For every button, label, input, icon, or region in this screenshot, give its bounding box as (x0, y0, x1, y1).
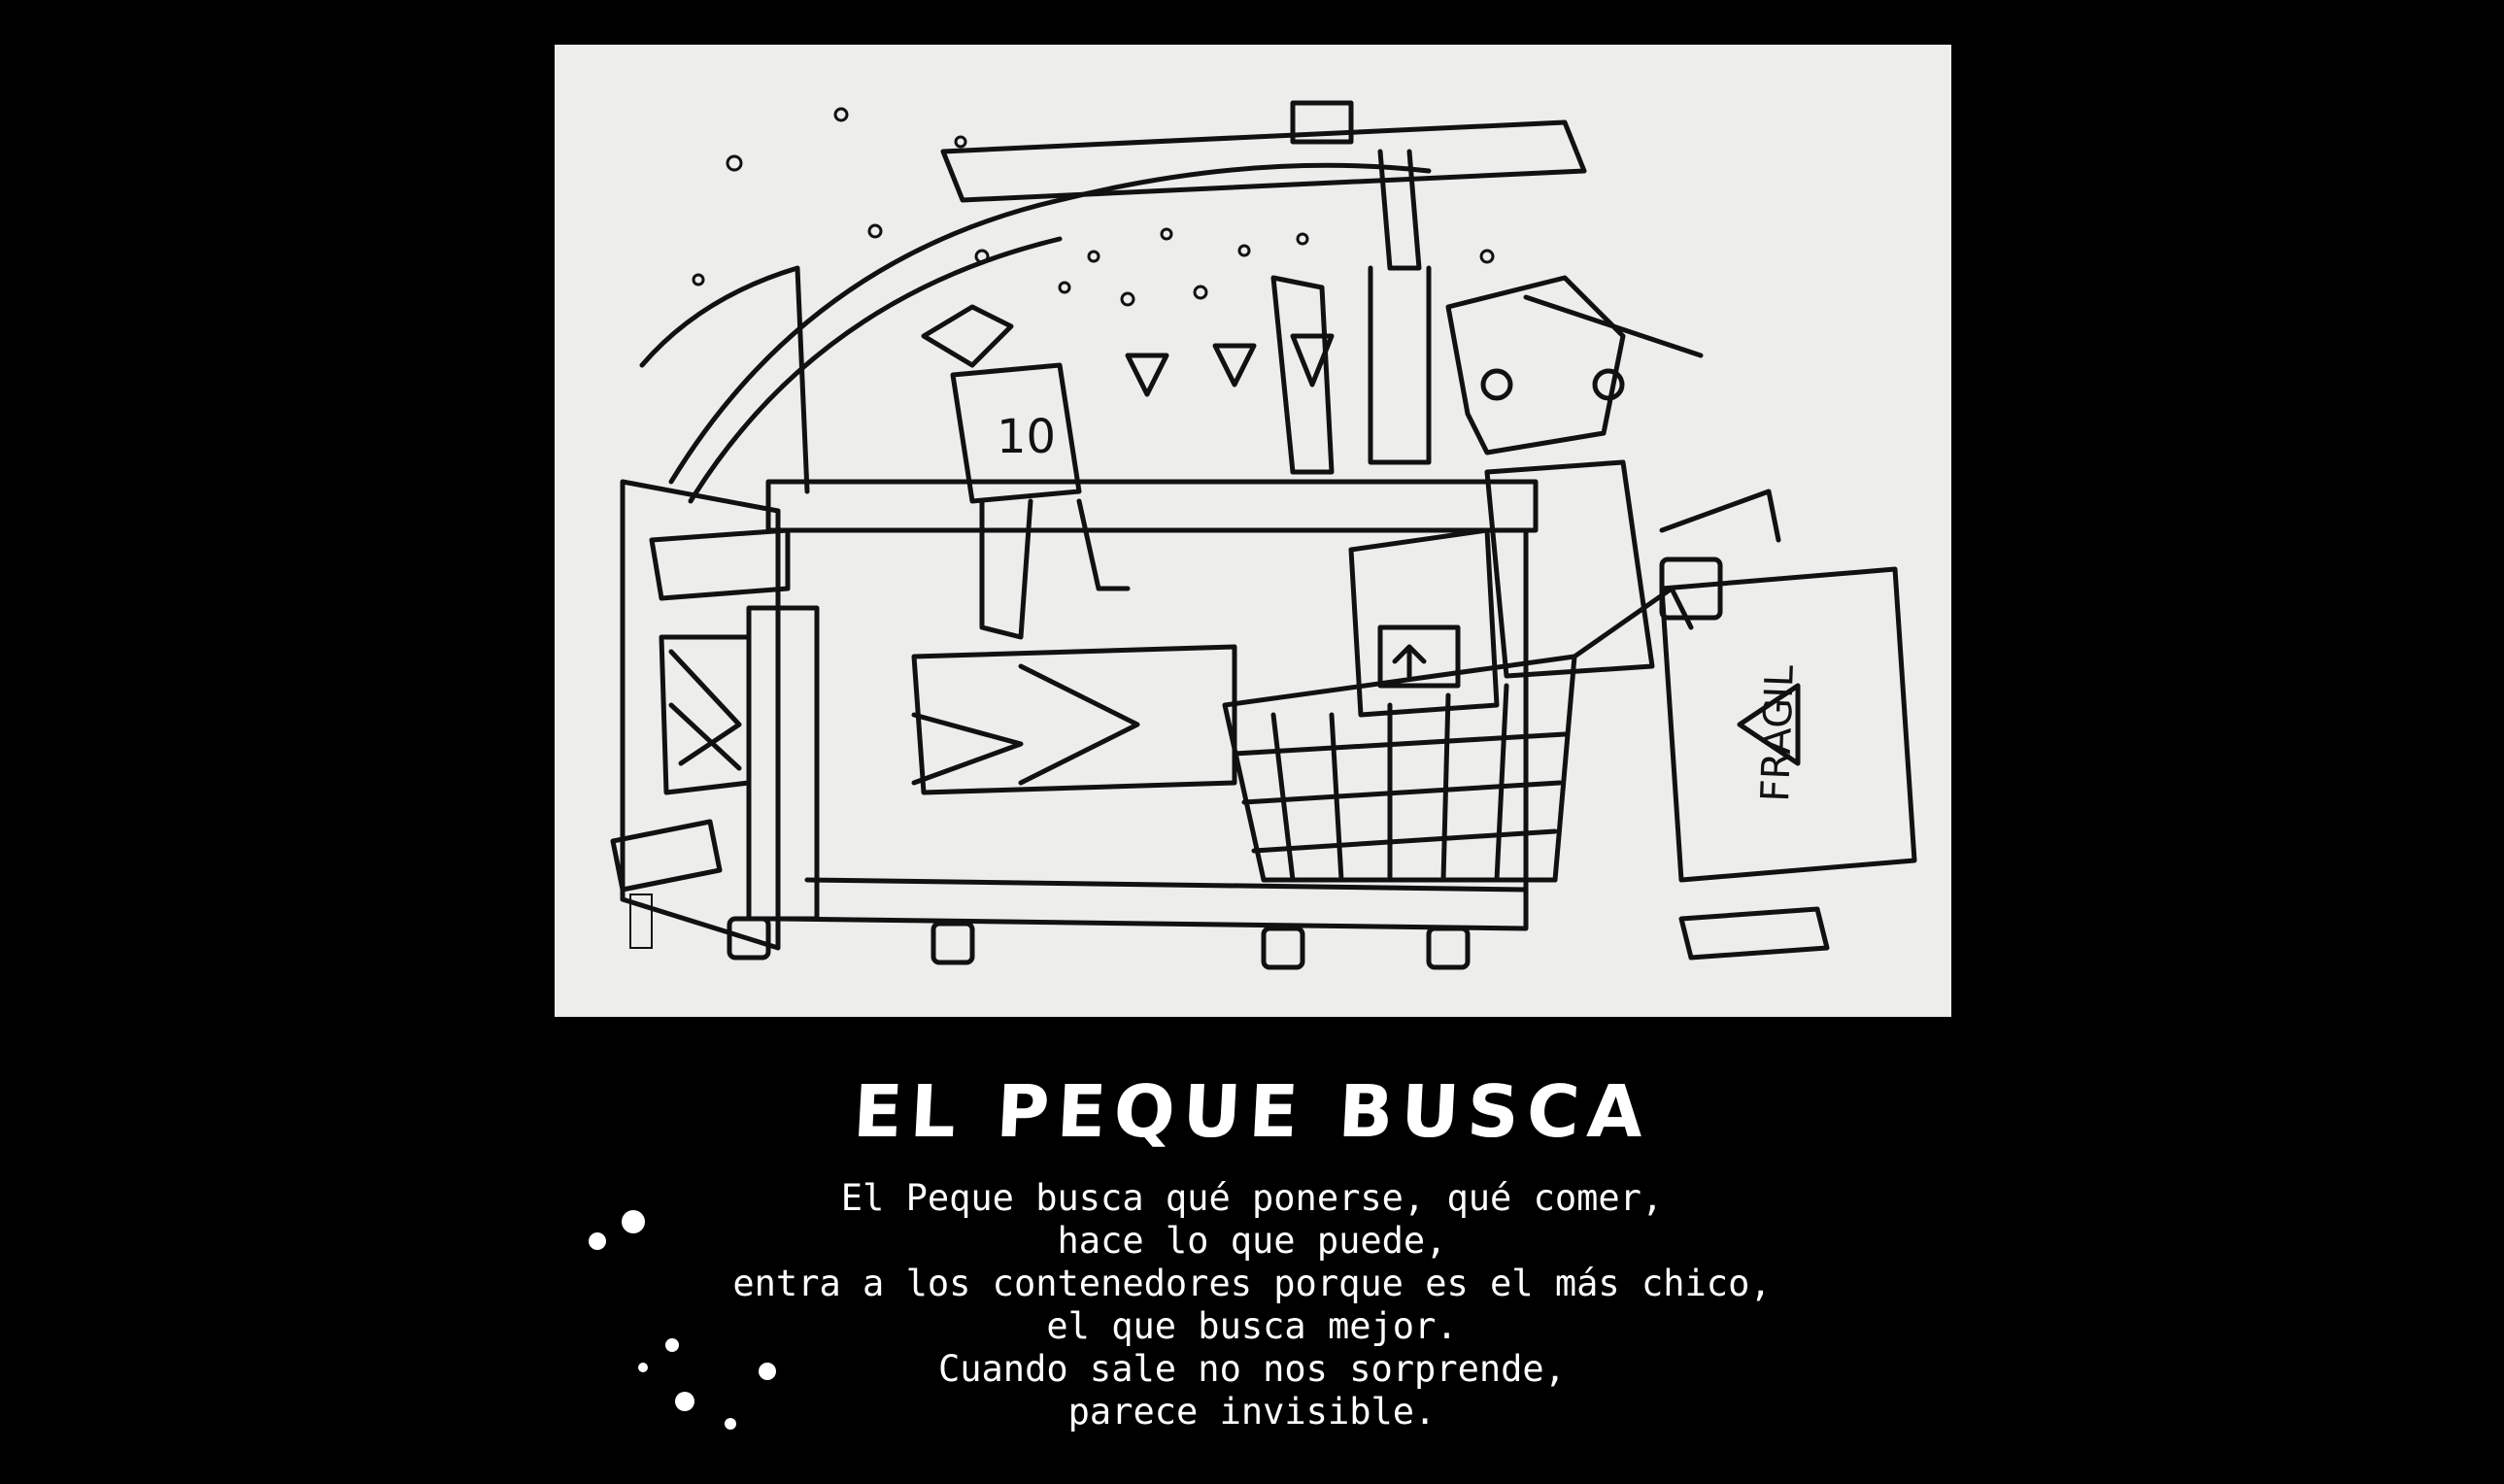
dot-icon (665, 1338, 679, 1352)
dumpster-left (620, 479, 781, 951)
man-head (1445, 275, 1626, 455)
poem-line: parece invisible. (1067, 1391, 1437, 1433)
poem-line: Cuando sale no nos sorprende, (937, 1348, 1566, 1390)
decorative-dots (589, 1210, 776, 1430)
box-arrow (1737, 683, 1801, 766)
dumpster-scene-illustration: FRAGIL 10 (610, 100, 1917, 970)
man-body (1484, 459, 1655, 679)
page-title: EL PEQUE BUSCA (851, 1070, 1653, 1154)
dumpster-lid-arch (668, 162, 1432, 485)
child-head (921, 304, 1014, 368)
signature-stamp (629, 894, 653, 949)
cap-brim (1523, 294, 1704, 358)
dumpster-rim (765, 479, 1539, 533)
dot-icon (622, 1210, 645, 1233)
poem-line: entra a los contenedores porque es el má… (732, 1263, 1772, 1304)
jersey-number: 10 (997, 410, 1056, 464)
fragil-label: FRAGIL (1753, 663, 1803, 802)
child-jersey (950, 362, 1082, 504)
dot-icon (675, 1392, 694, 1411)
fragil-box (1659, 566, 1917, 883)
dot-icon (638, 1363, 648, 1372)
dot-icon (725, 1418, 736, 1430)
lid-panel (940, 119, 1587, 203)
dot-icon (589, 1232, 606, 1250)
poem-text: El Peque busca qué ponerse, qué comer, h… (0, 1177, 2504, 1433)
artwork-drawing: FRAGIL 10 (555, 45, 1951, 1017)
poem-line: El Peque busca qué ponerse, qué comer, (840, 1177, 1664, 1219)
poem-line: hace lo que puede, (1057, 1220, 1447, 1262)
poem-line: el que busca mejor. (1046, 1305, 1458, 1347)
dot-icon (759, 1363, 776, 1380)
